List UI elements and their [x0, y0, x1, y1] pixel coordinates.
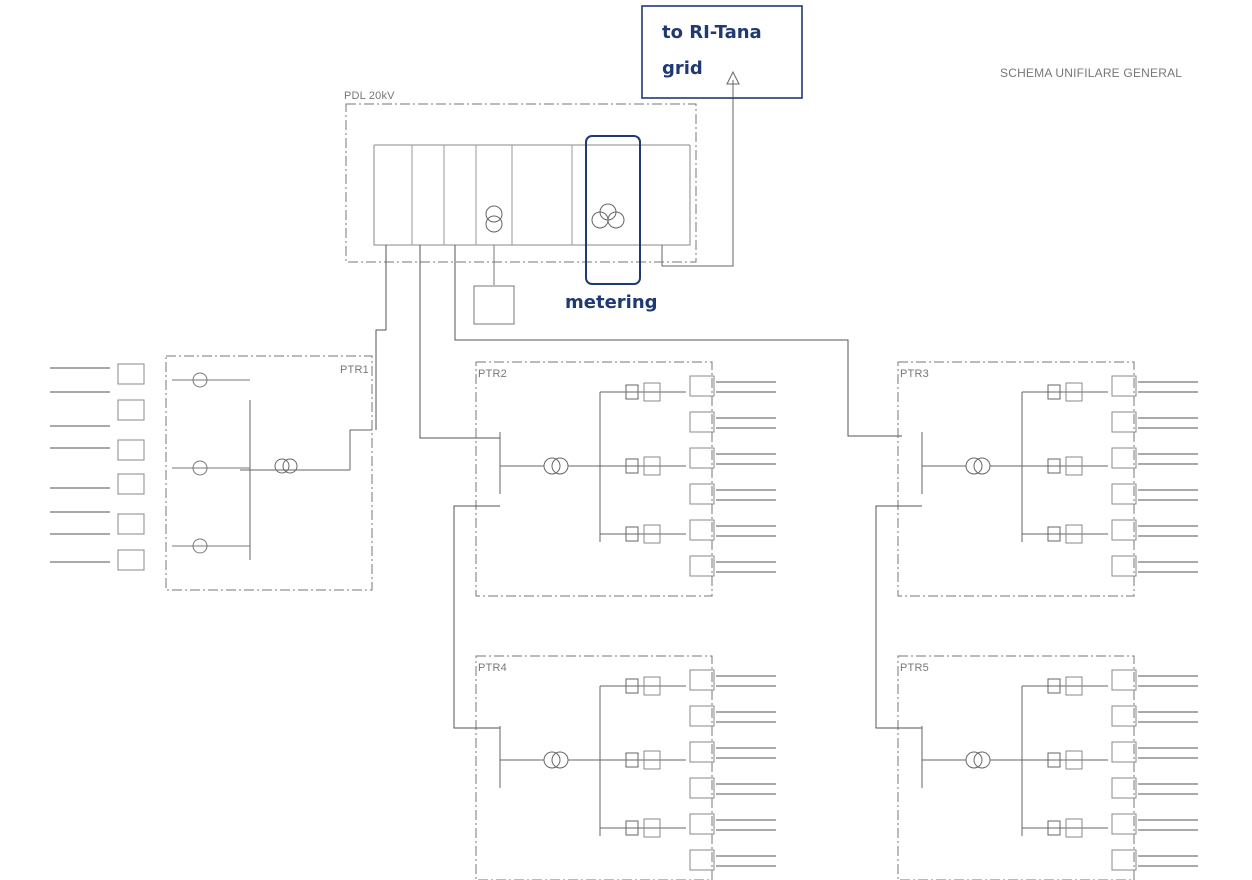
station-label-ptr3: PTR3 [900, 368, 929, 380]
station-label-ptr4: PTR4 [478, 662, 507, 674]
pdl-label: PDL 20kV [344, 90, 395, 102]
pdl-enclosure [345, 103, 697, 263]
station-internal-2 [499, 375, 776, 577]
grid-callout-line2: grid [662, 58, 703, 79]
diagram-title: SCHEMA UNIFILARE GENERAL [1000, 66, 1183, 80]
station-internal-5 [921, 669, 1198, 871]
ptr4-enclosure [475, 655, 713, 880]
grid-callout-line1: to RI-Tana [662, 22, 762, 43]
ptr5-enclosure [897, 655, 1135, 880]
metering-highlight-box [585, 135, 641, 285]
grid-callout-box [641, 5, 803, 99]
ptr2-enclosure [475, 361, 713, 597]
station-internal-4 [499, 669, 776, 871]
station-label-ptr1: PTR1 [340, 364, 369, 376]
ptr1-enclosure [165, 355, 373, 591]
station-details [499, 375, 1198, 871]
metering-callout: metering [565, 292, 658, 313]
station-internal-3 [921, 375, 1198, 577]
station-label-ptr2: PTR2 [478, 368, 507, 380]
auxiliary-services-box [473, 285, 515, 325]
station-label-ptr5: PTR5 [900, 662, 929, 674]
ptr3-enclosure [897, 361, 1135, 597]
